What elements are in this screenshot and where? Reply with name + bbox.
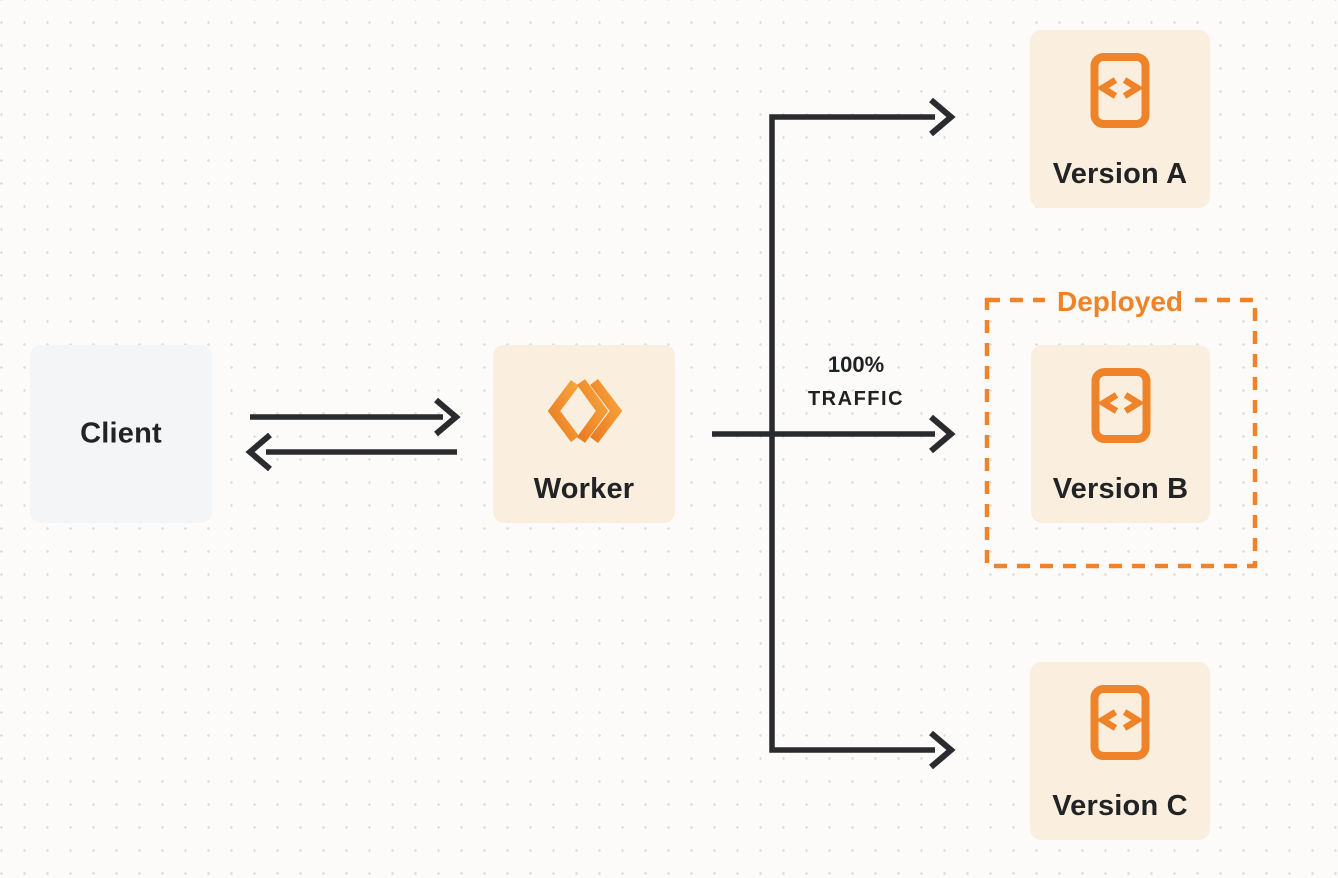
version-a-label: Version A	[1052, 158, 1188, 190]
arrow-worker-to-version-b	[712, 414, 956, 454]
client-label: Client	[80, 417, 162, 450]
traffic-percent: 100%	[827, 352, 885, 377]
node-version-b: Version B	[1031, 345, 1210, 523]
arrow-to-version-c	[929, 730, 956, 770]
node-worker: Worker	[493, 345, 675, 523]
node-client: Client	[30, 345, 212, 523]
version-b-label: Version B	[1052, 473, 1189, 505]
code-file-icon	[1090, 53, 1150, 133]
code-file-icon	[1091, 368, 1150, 448]
node-version-c: Version C	[1030, 662, 1210, 840]
traffic-word: TRAFFIC	[807, 388, 905, 410]
arrow-worker-to-client	[245, 432, 457, 472]
split-branch-line	[769, 114, 935, 753]
deployed-label: Deployed	[1044, 286, 1196, 318]
double-chevron-diamond-icon	[545, 374, 623, 453]
code-file-icon	[1090, 685, 1150, 765]
arrow-to-version-a	[929, 97, 956, 137]
node-version-a: Version A	[1030, 30, 1210, 208]
arrow-client-to-worker	[250, 397, 461, 437]
worker-label: Worker	[533, 473, 635, 505]
traffic-annotation: 100% TRAFFIC	[781, 348, 931, 416]
version-c-label: Version C	[1052, 790, 1188, 822]
